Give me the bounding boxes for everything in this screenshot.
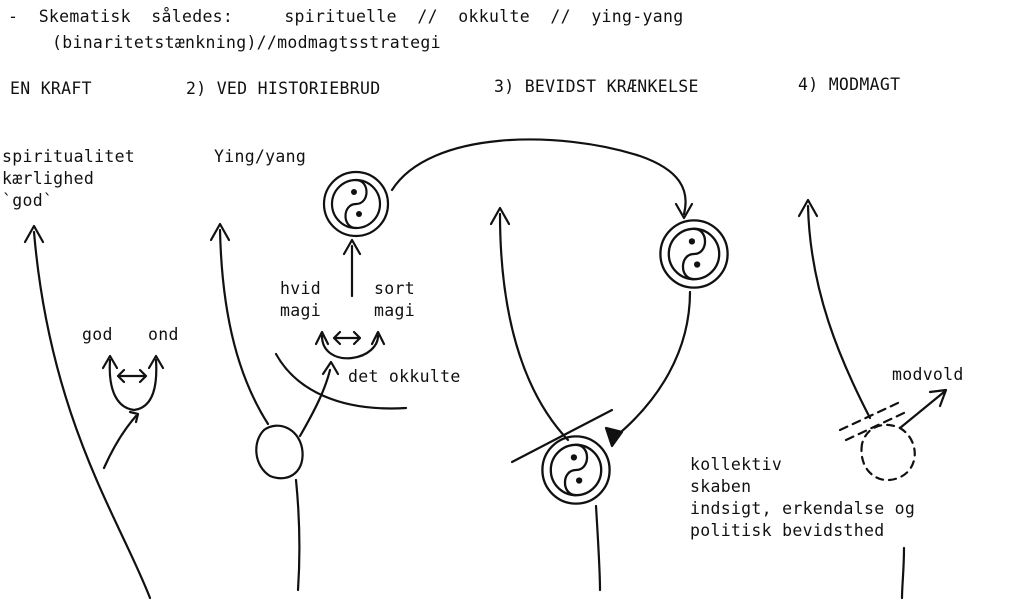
- stage-3-arrowhead: [489, 206, 511, 226]
- stage-2-title: 2) VED HISTORIEBRUD: [186, 79, 381, 98]
- stage-2-knot: [255, 424, 304, 480]
- label-kaerlighed: kærlighed: [2, 169, 95, 188]
- yinyang-symbol-top-right: [659, 219, 729, 289]
- stage-4-trunk-lower: [900, 546, 906, 600]
- label-skaben: skaben: [690, 477, 752, 496]
- label-indsigt: indsigt, erkendalse og: [690, 499, 916, 518]
- label-magi-right: magi: [374, 301, 415, 320]
- label-spiritualitet: spiritualitet: [2, 147, 136, 166]
- label-politisk: politisk bevidsthed: [690, 521, 885, 540]
- stage-3-slash: [510, 408, 614, 464]
- god-ond-fork: [108, 358, 158, 412]
- sort-magi-arrowhead: [370, 330, 386, 346]
- stage-2-drawing: [209, 222, 408, 592]
- label-magi-left: magi: [280, 301, 321, 320]
- okkulte-arc: [274, 352, 408, 410]
- label-god: god: [82, 325, 113, 344]
- down-arc: [612, 290, 692, 440]
- hvid-magi-arrowhead: [314, 330, 330, 346]
- label-modvold: modvold: [892, 365, 964, 384]
- stage-2-arrowhead: [209, 222, 231, 242]
- connector-arrowhead: [674, 202, 694, 220]
- modvold-arrowhead: [928, 388, 948, 408]
- label-hvid: hvid: [280, 279, 321, 298]
- label-ond: ond: [148, 325, 179, 344]
- header-line-2: (binaritetstænkning)//modmagtsstrategi: [52, 33, 441, 52]
- stage-3-trunk-lower: [594, 504, 602, 592]
- stage-1-branch-head: [128, 410, 140, 424]
- stage-4-dash-2: [844, 410, 908, 442]
- magi-fork: [320, 334, 380, 360]
- stage-4-dash-1: [838, 400, 902, 432]
- double-arrow-stage-2: [332, 330, 362, 346]
- header-line-1: - Skematisk således: spirituelle // okku…: [8, 7, 684, 26]
- stage-4-drawing: [797, 198, 948, 600]
- label-yingyang: Ying/yang: [214, 147, 307, 166]
- stage-2-trunk-lower: [294, 478, 301, 592]
- yinyang-symbol-stage-2: [322, 170, 390, 238]
- stage-2-branch: [298, 368, 332, 438]
- stage-3-title: 3) BEVIDST KRÆNKELSE: [494, 77, 699, 96]
- stage-1-trunk: [32, 230, 152, 600]
- stage-3-trunk: [498, 212, 570, 442]
- stage-1-branch: [102, 414, 138, 470]
- yinyang-symbol-stage-3: [541, 435, 611, 505]
- god-arrowhead: [101, 354, 119, 370]
- modvold-arrow: [898, 390, 946, 430]
- down-arc-arrowhead: [604, 426, 624, 448]
- label-god-quoted: `god`: [2, 191, 54, 210]
- stage-2-branch-head: [321, 360, 340, 376]
- stage-1-arrowhead: [23, 224, 45, 244]
- label-sort: sort: [374, 279, 415, 298]
- double-arrow-stage-1: [116, 368, 148, 384]
- stage-4-title: 4) MODMAGT: [798, 75, 901, 94]
- label-det-okkulte: det okkulte: [348, 367, 461, 386]
- stage-1-drawing: [23, 224, 165, 600]
- stem-arrowhead: [342, 238, 362, 256]
- stage-4-trunk: [806, 204, 872, 420]
- label-kollektiv: kollektiv: [690, 455, 783, 474]
- stage-2-trunk-upper: [218, 228, 270, 426]
- ond-arrowhead: [147, 354, 165, 370]
- stage-3-drawing: [489, 206, 614, 592]
- connector-arc: [390, 138, 687, 216]
- stage-4-arrowhead: [797, 198, 819, 218]
- stage-4-knot: [860, 423, 916, 482]
- stage-1-title: EN KRAFT: [10, 79, 92, 98]
